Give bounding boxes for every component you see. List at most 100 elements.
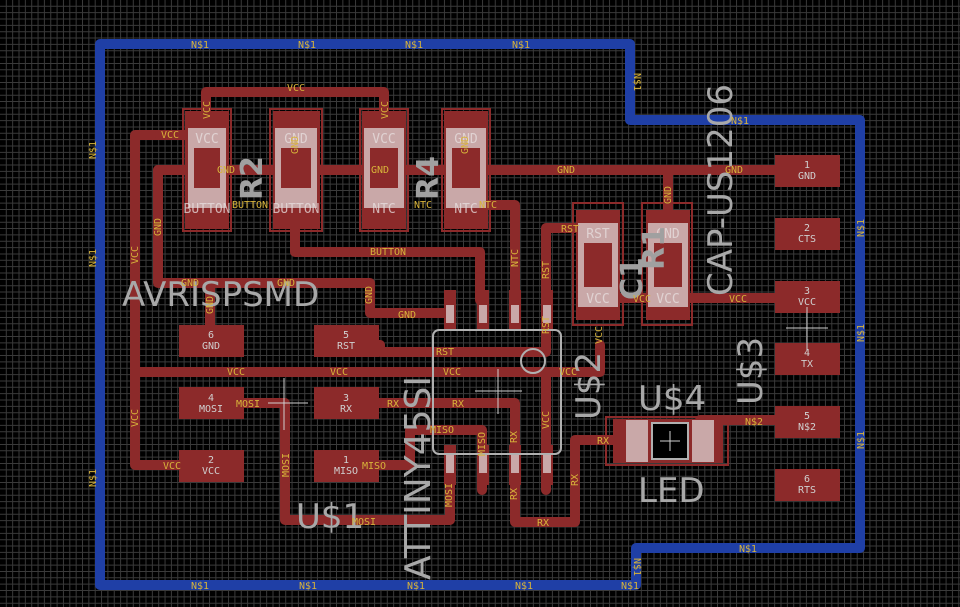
r1-ref-label: R1 — [637, 226, 672, 270]
avrisp-pad-2-name: VCC — [202, 466, 220, 477]
component-led[interactable] — [605, 416, 729, 466]
net-label-ns1: N$1 — [88, 141, 99, 159]
component-attiny45[interactable] — [432, 290, 562, 485]
net-label-vcc: VCC — [380, 101, 391, 119]
net-labels: N$1 N$1 N$1 N$1 N$1 N$1 N$1 N$1 N$1 N$1 … — [88, 40, 867, 592]
net-label-mosi: MOSI — [281, 453, 292, 477]
r1-pad2-name: GND — [656, 227, 680, 242]
net-label-vcc: VCC — [443, 367, 461, 378]
button-pad2-name: GND — [284, 132, 308, 147]
avrisp-pad-6-name: GND — [202, 341, 220, 352]
net-label-rst: RST — [436, 347, 454, 358]
net-label-gnd: GND — [663, 186, 674, 204]
ftdi-pad-6[interactable] — [775, 469, 840, 501]
net-label-vcc: VCC — [227, 367, 245, 378]
net-label-ns2: N$2 — [745, 417, 763, 428]
avrisp-pad-3-num: 3 — [343, 393, 349, 404]
net-label-gnd: GND — [398, 310, 416, 321]
trace-rx-bottom[interactable] — [510, 435, 625, 527]
avrisp-pad-3-name: RX — [340, 404, 352, 415]
ftdi-pad-4-num: 4 — [804, 348, 810, 359]
ftdi-pad-5-num: 5 — [804, 411, 810, 422]
net-label-vcc: VCC — [330, 367, 348, 378]
r4-pad2-name: NTC — [372, 202, 395, 217]
net-label-gnd: GND — [153, 218, 164, 236]
net-label-ns1: N$1 — [299, 581, 317, 592]
net-label-mosi: MOSI — [352, 517, 376, 528]
component-c1[interactable]: RST VCC — [572, 202, 624, 326]
ftdi-pad-5[interactable] — [775, 406, 840, 438]
net-label-rx: RX — [597, 436, 609, 447]
trace-vcc-top[interactable] — [201, 87, 389, 125]
ftdi-pad-1-num: 1 — [804, 160, 810, 171]
net-label-gnd: GND — [725, 165, 743, 176]
net-label-gnd: GND — [217, 165, 235, 176]
net-label-mosi: MOSI — [236, 399, 260, 410]
ntc-pad2-name: GND — [454, 132, 478, 147]
net-label-vcc: VCC — [130, 246, 141, 264]
net-label-ns1: N$1 — [731, 116, 749, 127]
net-label-ns1: N$1 — [856, 219, 867, 237]
r4-ref-label: R4 — [411, 156, 446, 200]
avrisp-pad-6-num: 6 — [208, 330, 214, 341]
ftdi-pad-2-num: 2 — [804, 223, 810, 234]
net-label-ns1: N$1 — [631, 73, 642, 91]
net-label-ns1: N$1 — [631, 558, 642, 576]
component-ftdi[interactable]: 1 GND 2 CTS 3 VCC 4 TX 5 N$2 6 RTS — [775, 155, 840, 501]
net-label-ns1: N$1 — [405, 40, 423, 51]
mcu-value-label: ATTINY45SI — [398, 376, 439, 580]
component-button[interactable]: GND BUTTON — [269, 108, 323, 232]
trace-gnd-left[interactable] — [153, 165, 455, 318]
c1-pad1-name: RST — [586, 227, 610, 242]
avrisp-pad-2[interactable] — [179, 450, 244, 482]
avrisp-pad-5[interactable] — [314, 325, 379, 357]
component-ntc[interactable]: GND NTC — [441, 108, 491, 232]
net-label-vcc: VCC — [633, 294, 651, 305]
trace-button[interactable] — [290, 220, 485, 305]
avrisp-pad-3[interactable] — [314, 387, 379, 419]
led-value-label: LED — [638, 471, 705, 511]
net-label-vcc: VCC — [287, 83, 305, 94]
net-label-rx: RX — [452, 399, 464, 410]
ntc-pad1-name: NTC — [454, 202, 477, 217]
trace-vcc-mid[interactable] — [130, 340, 605, 377]
avrisp-pad-4[interactable] — [179, 387, 244, 419]
net-label-ns1: N$1 — [512, 40, 530, 51]
component-r2[interactable]: VCC BUTTON — [182, 108, 232, 232]
led-ref-label: U$4 — [638, 379, 706, 419]
ftdi-pad-6-num: 6 — [804, 474, 810, 485]
avrisp-pad-2-num: 2 — [208, 455, 214, 466]
ftdi-pad-2[interactable] — [775, 218, 840, 250]
avrisp-pad-4-name: MOSI — [199, 404, 223, 415]
ftdi-pad-3-num: 3 — [804, 286, 810, 297]
net-label-gnd: GND — [290, 136, 301, 154]
net-label-miso: MISO — [430, 425, 454, 436]
net-label-ns1: N$1 — [88, 249, 99, 267]
c1-ref-label: C1 — [615, 257, 650, 300]
component-r1[interactable]: GND VCC — [641, 202, 693, 326]
net-label-rx: RX — [537, 518, 549, 529]
net-label-ns1: N$1 — [856, 324, 867, 342]
ftdi-pad-3-name: VCC — [798, 297, 816, 308]
net-label-rx: RX — [387, 399, 399, 410]
component-avrisp[interactable]: 6 GND 5 RST 4 MOSI 3 RX 2 VCC 1 MISO — [179, 325, 379, 482]
avrisp-pad-6[interactable] — [179, 325, 244, 357]
trace-ns1-ring[interactable] — [95, 39, 865, 590]
net-label-vcc: VCC — [163, 461, 181, 472]
component-r4[interactable]: VCC NTC — [359, 108, 409, 232]
net-label-vcc: VCC — [729, 294, 747, 305]
net-label-gnd: GND — [557, 165, 575, 176]
button-pad1-name: BUTTON — [273, 202, 320, 217]
net-label-ns1: N$1 — [856, 431, 867, 449]
r1-pad1-name: VCC — [656, 292, 679, 307]
avrisp-pad-1[interactable] — [314, 450, 379, 482]
ftdi-pad-1[interactable] — [775, 155, 840, 187]
net-label-ns1: N$1 — [739, 544, 757, 555]
net-label-gnd: GND — [181, 278, 199, 289]
net-label-gnd: GND — [277, 278, 295, 289]
attiny45-pin1-marker — [520, 348, 546, 374]
r2-pad1-name: VCC — [195, 132, 218, 147]
attiny45-outline — [432, 329, 562, 455]
net-label-ns1: N$1 — [191, 581, 209, 592]
